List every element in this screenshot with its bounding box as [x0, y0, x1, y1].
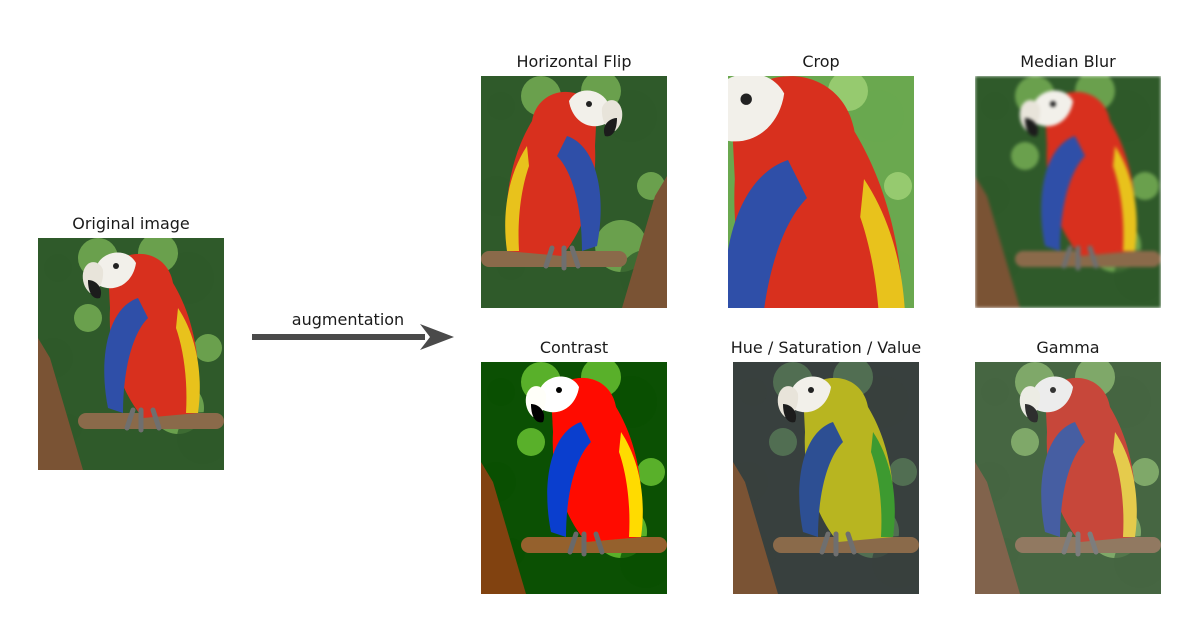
arrow-label: augmentation — [291, 310, 405, 329]
contrast-image — [481, 362, 667, 594]
contrast-caption: Contrast — [539, 338, 609, 357]
gamma-image — [975, 362, 1161, 594]
hsv-caption: Hue / Saturation / Value — [730, 338, 922, 357]
hsv-image — [733, 362, 919, 594]
original-image — [38, 238, 224, 470]
crop-caption: Crop — [802, 52, 840, 71]
median-blur-image — [975, 76, 1161, 308]
flip-image — [481, 76, 667, 308]
median-blur-caption: Median Blur — [1020, 52, 1116, 71]
gamma-caption: Gamma — [1036, 338, 1100, 357]
crop-image — [728, 76, 914, 308]
flip-caption: Horizontal Flip — [516, 52, 632, 71]
original-caption: Original image — [72, 214, 190, 233]
augmentation-arrow — [252, 324, 454, 350]
